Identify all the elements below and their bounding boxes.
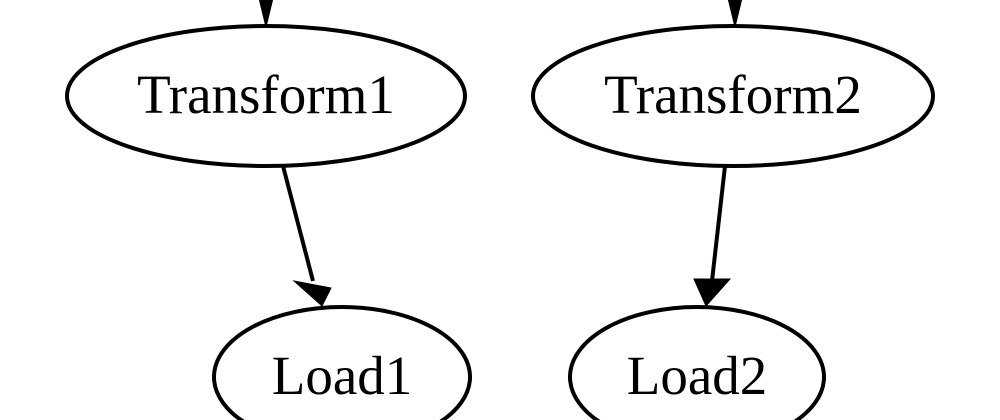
node-label: Transform2 [604,64,862,125]
node-load2[interactable]: Load2 [568,305,826,420]
node-transform2[interactable]: Transform2 [531,24,935,168]
node-label: Transform1 [137,64,395,125]
edge-transform1-load1 [281,165,332,307]
node-transform1[interactable]: Transform1 [65,24,467,168]
node-shape-ellipse[interactable] [212,305,472,420]
node-shape-ellipse[interactable] [531,24,935,168]
edge-into-transform1 [258,0,274,28]
edge-transform2-load2 [693,165,732,307]
node-label: Load1 [272,345,413,406]
node-load1[interactable]: Load1 [212,305,472,420]
node-shape-ellipse[interactable] [568,305,826,420]
arrowhead-icon [727,0,743,28]
edge-line [281,165,315,282]
edge-line [710,165,727,282]
node-label: Load2 [627,345,768,406]
arrowhead-icon [693,278,732,307]
arrowhead-icon [292,280,332,307]
edge-into-transform2 [727,0,743,28]
arrowhead-icon [258,0,274,28]
node-shape-ellipse[interactable] [65,24,467,168]
